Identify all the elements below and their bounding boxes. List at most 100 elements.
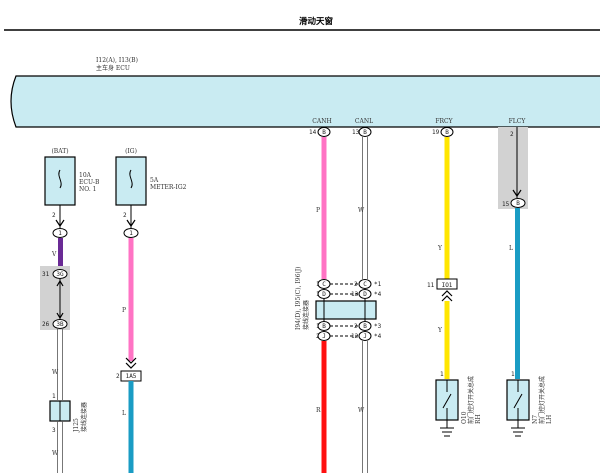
svg-text:1: 1	[52, 393, 56, 400]
svg-text:O10: O10	[461, 411, 468, 424]
rh-ground-icon	[440, 420, 454, 437]
lh-switch-icon	[513, 380, 523, 420]
bat-fuse-desc-3: NO. 1	[79, 186, 96, 193]
ig-arrow-icon	[126, 219, 136, 228]
ig-label: (IG)	[125, 148, 137, 155]
ecu-name: 主车身 ECU	[96, 64, 130, 72]
flcy-wire-blue	[515, 208, 520, 379]
svg-text:前门控灯开关总成: 前门控灯开关总成	[538, 376, 546, 424]
svg-text:15: 15	[502, 201, 510, 208]
flcy-label: FLCY	[509, 118, 527, 125]
bat-conn	[52, 228, 68, 238]
svg-text:2: 2	[510, 131, 514, 138]
svg-text:1: 1	[129, 230, 133, 237]
canh-wire-red	[321, 341, 327, 473]
svg-text:W: W	[52, 450, 59, 457]
svg-text:P: P	[122, 307, 126, 314]
svg-text:IO1: IO1	[442, 282, 453, 289]
svg-text:J: J	[322, 333, 326, 340]
canl-label: CANL	[355, 118, 373, 125]
svg-text:13: 13	[351, 291, 359, 298]
svg-text:*4: *4	[374, 333, 382, 340]
svg-text:19: 19	[432, 129, 440, 136]
svg-text:L: L	[122, 410, 126, 417]
bat-fuse-desc-2: ECU-B	[79, 179, 100, 186]
svg-text:1: 1	[440, 371, 444, 378]
frcy-label: FRCY	[435, 118, 453, 125]
svg-text:LH: LH	[546, 415, 553, 424]
flcy-arrow-icon	[512, 189, 522, 198]
svg-text:B: B	[322, 129, 326, 136]
frcy-wire-yellow-bottom	[444, 301, 450, 379]
svg-text:14: 14	[309, 129, 317, 136]
svg-text:Y: Y	[437, 245, 443, 252]
svg-text:C: C	[363, 281, 367, 288]
j125-name: 接线连接器	[80, 402, 88, 432]
svg-text:D: D	[363, 291, 367, 298]
page-title: 滑动天窗	[299, 16, 334, 27]
can-connector-rows-lower: 1 B 2 B *3 2 J 12 J *4	[316, 321, 382, 341]
svg-text:V: V	[51, 251, 57, 258]
ig-fuse-icon	[129, 169, 133, 189]
ecu-body	[10, 75, 600, 128]
flcy-shield	[498, 127, 528, 209]
svg-text:W: W	[52, 369, 59, 376]
lh-ground-icon	[511, 420, 525, 437]
svg-text:3B: 3B	[56, 321, 64, 328]
junction-updown-icon	[56, 279, 64, 320]
svg-text:*4: *4	[374, 291, 382, 298]
svg-text:2: 2	[116, 373, 120, 380]
can-connector-codes: I94(D), I95(C), I96(J)	[295, 267, 302, 331]
svg-text:5A: 5A	[150, 177, 159, 184]
svg-text:B: B	[363, 129, 367, 136]
can-connector-name: 接线连接器	[302, 300, 310, 330]
svg-text:P: P	[316, 207, 320, 214]
ig-fuse-box	[115, 156, 147, 206]
bat-label: (BAT)	[51, 148, 68, 155]
svg-text:3G: 3G	[56, 271, 64, 278]
svg-text:13: 13	[352, 129, 360, 136]
svg-text:3: 3	[52, 427, 56, 434]
svg-text:B: B	[445, 129, 449, 136]
can-connector-rows: 1 C 2 C *1 1 D 13 D *4	[316, 279, 382, 299]
ecu-codes: I12(A), I13(B)	[96, 57, 138, 64]
svg-text:*3: *3	[374, 323, 382, 330]
rh-switch-icon	[442, 380, 452, 420]
frcy-wire-yellow-top	[444, 137, 450, 279]
svg-text:L: L	[509, 245, 513, 252]
svg-text:Y: Y	[437, 327, 443, 334]
svg-text:B: B	[363, 323, 367, 330]
ig-wire-pink	[128, 238, 134, 361]
bat-wire-purple	[58, 238, 63, 268]
svg-text:*1: *1	[374, 281, 382, 288]
canh-label: CANH	[312, 118, 331, 125]
bat-fuse-pin: 2	[52, 212, 56, 219]
svg-text:J: J	[363, 333, 367, 340]
svg-text:RH: RH	[475, 414, 482, 424]
svg-text:前门控灯开关总成: 前门控灯开关总成	[467, 376, 475, 424]
frcy-connector-io1	[436, 278, 458, 290]
svg-text:W: W	[358, 407, 365, 414]
svg-text:N7: N7	[532, 415, 539, 424]
svg-text:11: 11	[427, 282, 435, 289]
svg-text:B: B	[322, 323, 326, 330]
frcy-double-arrow-icon	[441, 290, 453, 302]
bat-arrow-icon	[55, 219, 65, 228]
svg-text:12: 12	[351, 333, 359, 340]
j125-label: J125	[73, 418, 80, 433]
bat-fuse-desc-1: 10A	[79, 172, 92, 179]
svg-text:26: 26	[42, 321, 50, 328]
svg-text:METER-IG2: METER-IG2	[150, 184, 187, 191]
ig-double-arrow-icon	[125, 357, 137, 369]
canh-wire-pink-top	[321, 137, 327, 279]
svg-text:2: 2	[123, 212, 127, 219]
svg-text:31: 31	[42, 271, 50, 278]
can-splice-block	[315, 300, 377, 320]
svg-text:R: R	[316, 407, 321, 414]
ig-wire-blue	[128, 381, 134, 473]
svg-text:W: W	[358, 207, 365, 214]
bat-fuse-box	[44, 156, 76, 206]
svg-text:B: B	[516, 200, 520, 207]
bat-fuse-icon	[58, 169, 62, 189]
